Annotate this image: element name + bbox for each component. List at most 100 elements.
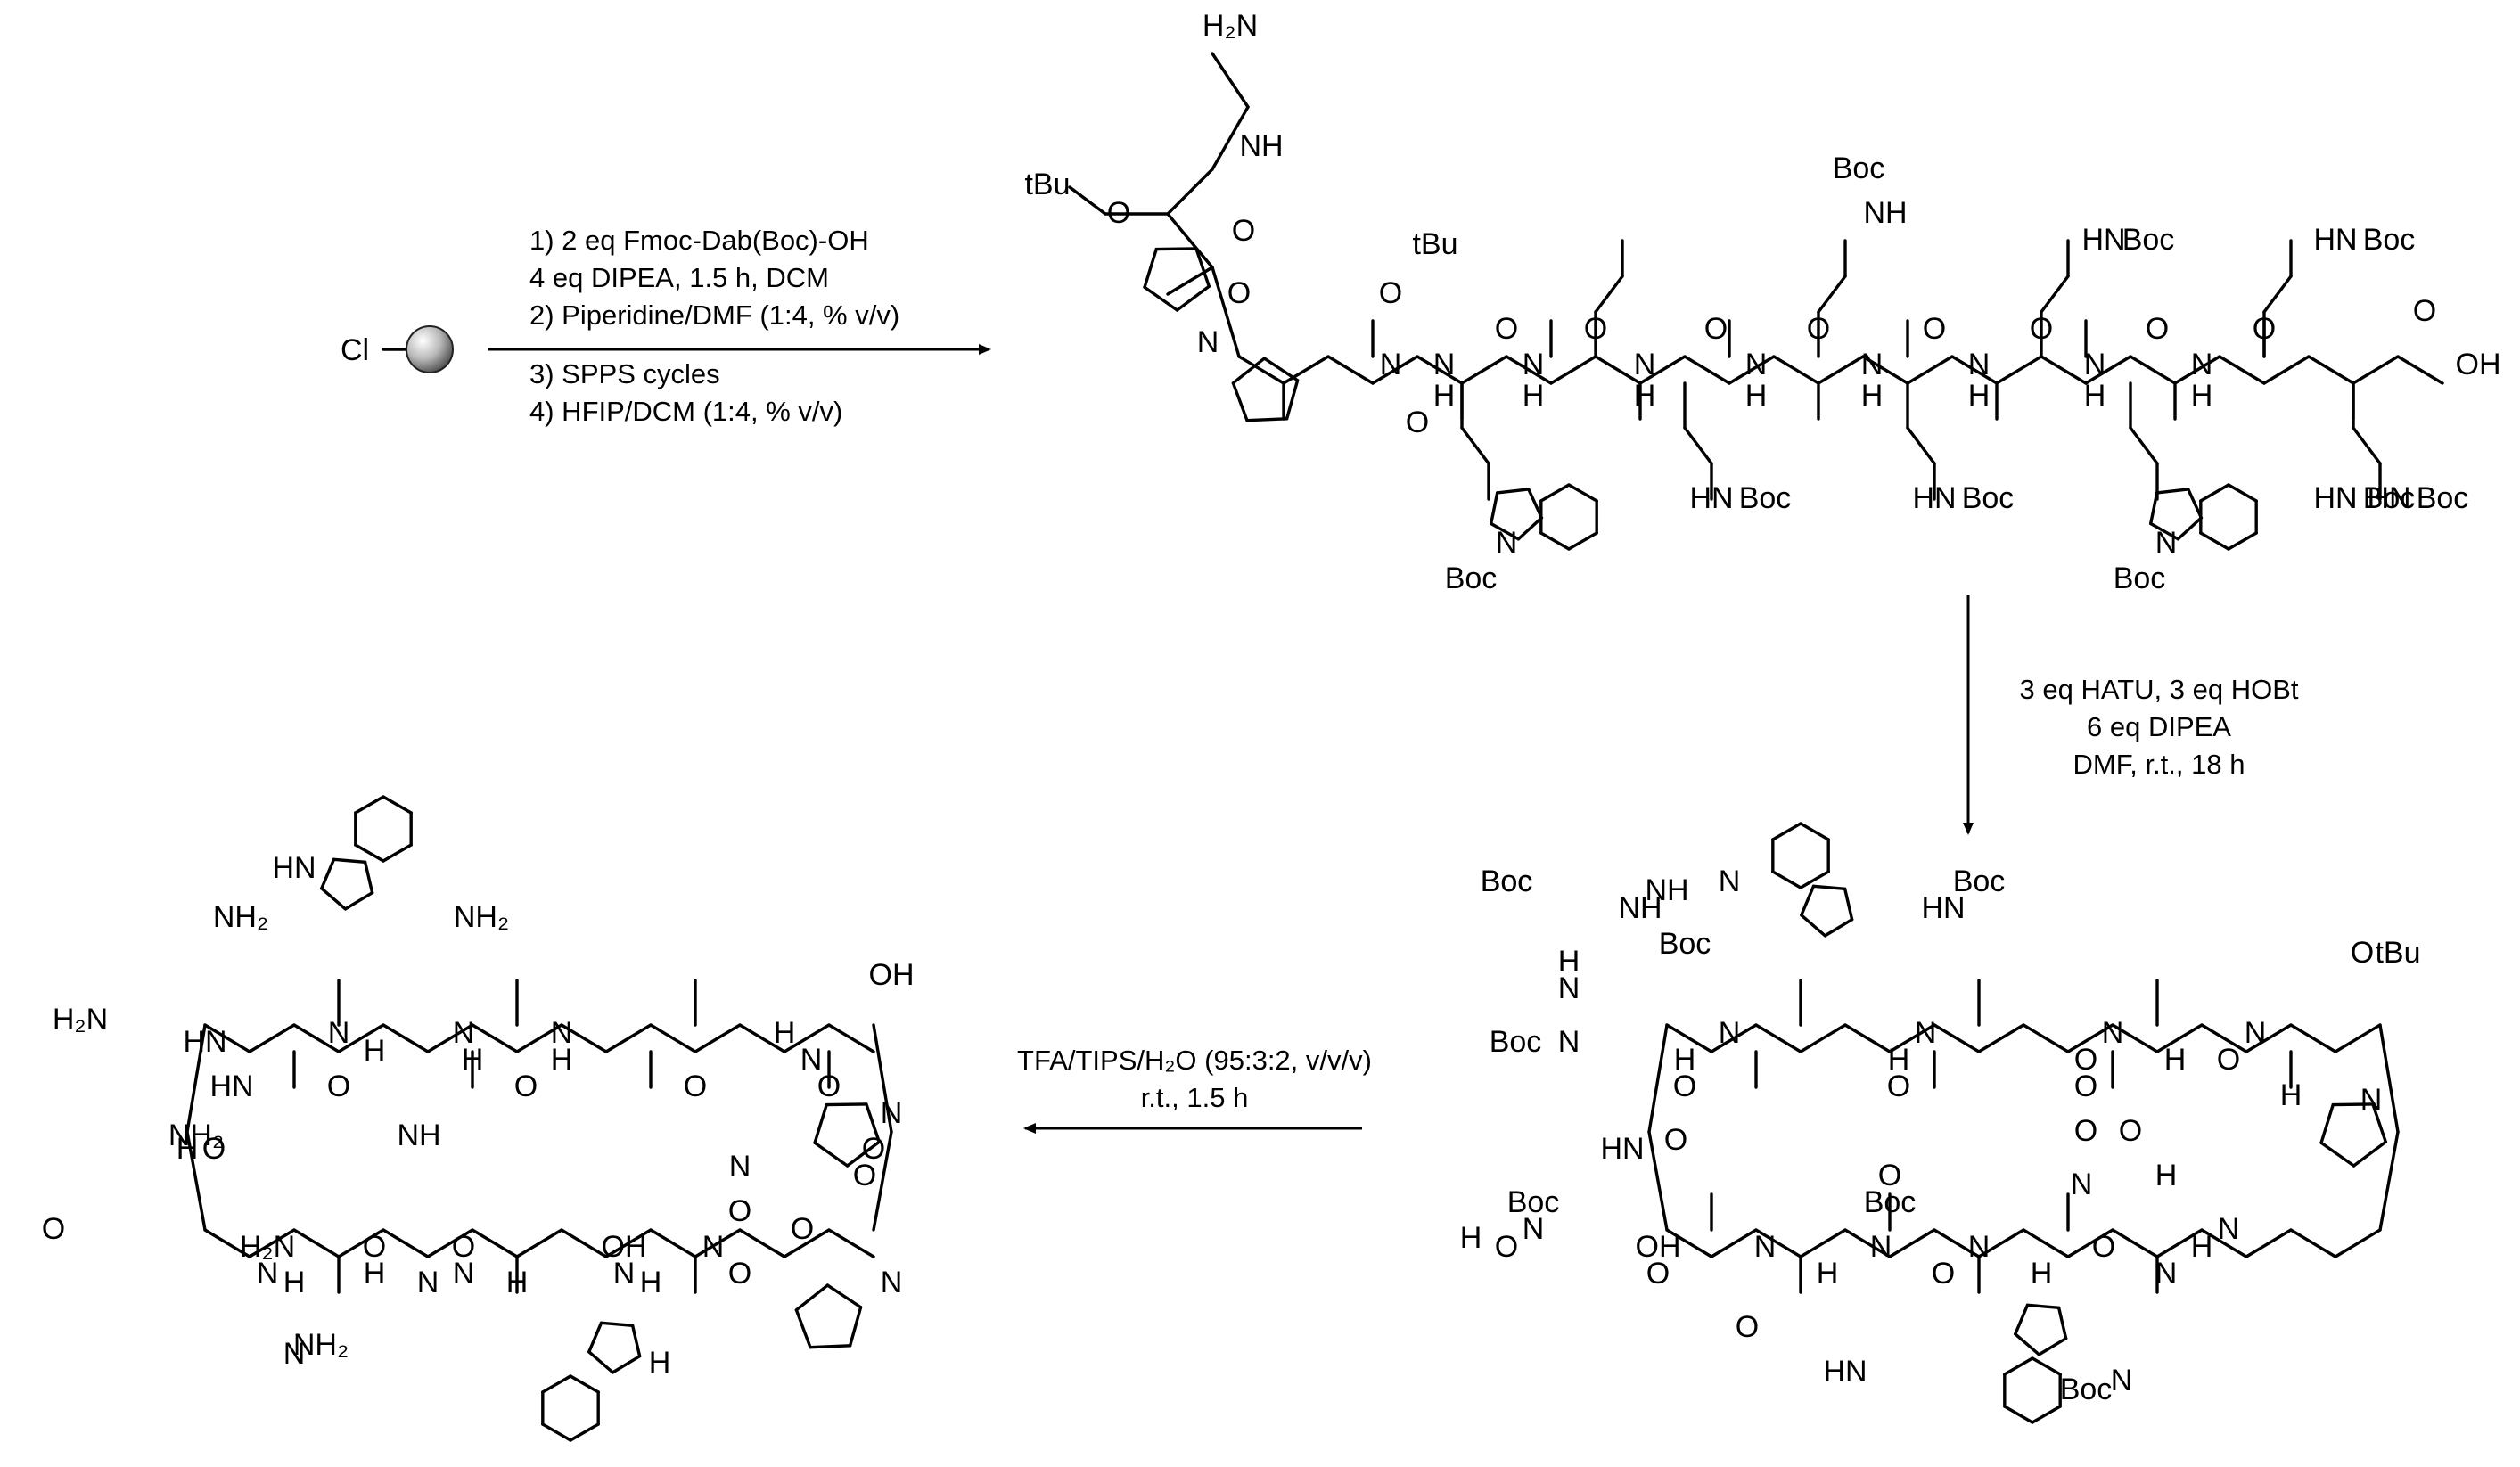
bond [1594,275,1624,314]
bond [332,857,367,865]
bond [320,887,348,911]
bond [1505,355,1553,385]
atom-label: N [1380,348,1402,381]
bond [2149,491,2159,526]
bond [738,1023,786,1053]
bond [382,1023,430,1053]
bond [2200,1228,2248,1258]
atom-label: H [1745,379,1768,413]
bond [630,1324,642,1358]
linear-protected-peptide: H₂NNHtBuOONOtBuONONHONHONHONHONHONHONHON… [1024,9,2500,595]
reaction-arrow-2: 3 eq HATU, 3 eq HOBt 6 eq DIPEA DMF, r.t… [1963,595,2299,835]
bond [1490,491,1499,526]
bond [382,843,413,863]
protected-cyclic-bonds [1647,822,2400,1424]
atom-label: N [1968,1230,1991,1264]
bond [2187,488,2204,520]
bond [354,843,385,863]
atom-label: N [328,1016,350,1050]
atom-label: O [1646,1257,1670,1291]
atom-label: HN [1921,891,1965,925]
atom-label: N [1719,865,1741,898]
bond [1950,355,1999,385]
bond [1811,884,1847,891]
bond [1496,488,1531,495]
bond [2014,1332,2041,1356]
bond [1231,381,1249,422]
bond [825,1283,863,1309]
bond [569,1374,600,1394]
bond [2025,1303,2061,1310]
step1-condition-1: 1) 2 eq Fmoc-Dab(Boc)-OH [529,225,869,256]
bond [604,1023,653,1053]
atom-label: O [514,1070,538,1103]
atom-label: NH₂ [293,1328,349,1362]
bond [1817,355,1865,385]
atom-label: O [202,1132,226,1166]
bond [1262,357,1300,382]
atom-label: NH₂ [168,1119,224,1152]
bond [1594,355,1642,385]
bond [2066,1023,2114,1053]
bond [1490,521,1521,541]
atom-label: N [2111,1364,2133,1397]
bond [426,1023,474,1053]
bond [1211,52,1250,109]
atom-label: O [684,1070,707,1103]
atom-label: N [1523,348,1545,381]
bond [471,1228,519,1258]
bond [2155,1023,2204,1053]
step2-condition-2: 6 eq DIPEA [2087,711,2231,742]
bond [1772,355,1820,385]
atom-label: O [1704,312,1728,346]
bond [2227,531,2258,551]
atom-label: H [1523,379,1545,413]
bond [587,1350,615,1374]
atom-label: N [613,1257,636,1291]
bond [2200,1023,2248,1053]
atom-label: N [2071,1168,2093,1201]
bond [1527,488,1544,520]
bond [1231,357,1267,385]
atom-label: tBu [2375,936,2420,970]
bond [1771,870,1802,889]
atom-label: O [2413,294,2436,328]
atom-label: Boc [1864,1185,1917,1219]
atom-label: H [364,1034,386,1068]
bond [1995,355,2043,385]
bond [541,1422,572,1442]
bond [292,1023,341,1053]
bond [809,1344,852,1349]
bond [827,1023,875,1053]
atom-label: HN [209,1070,253,1103]
atom-label: N [800,1043,823,1077]
bond [1906,355,1954,385]
atom-label: O [1495,1230,1518,1264]
bond [1817,275,1847,314]
bond [248,1023,296,1053]
bond [2319,1102,2335,1144]
step1-condition-5: 4) HFIP/DCM (1:4, % v/v) [529,396,842,427]
bond [1211,105,1250,171]
atom-label: O [862,1132,885,1166]
atom-label: H [1634,379,1656,413]
bond [1143,247,1158,289]
atom-label: O [1107,196,1130,230]
atom-label: H [774,1016,796,1050]
bond [2334,1228,2382,1258]
bond [2371,1102,2388,1143]
bond [2289,1228,2337,1258]
atom-label: N [1719,1016,1741,1050]
bond [1285,379,1300,421]
bond [2262,355,2311,385]
bond [1800,884,1816,917]
bond [337,1228,385,1258]
bond [185,1130,207,1232]
bond [2334,1023,2382,1053]
bond [1977,1023,2025,1053]
atom-label: Boc [2060,1373,2113,1406]
atom-label: N [881,1266,903,1299]
atom-label: H [2031,1257,2053,1291]
atom-label: N [1915,1016,1937,1050]
